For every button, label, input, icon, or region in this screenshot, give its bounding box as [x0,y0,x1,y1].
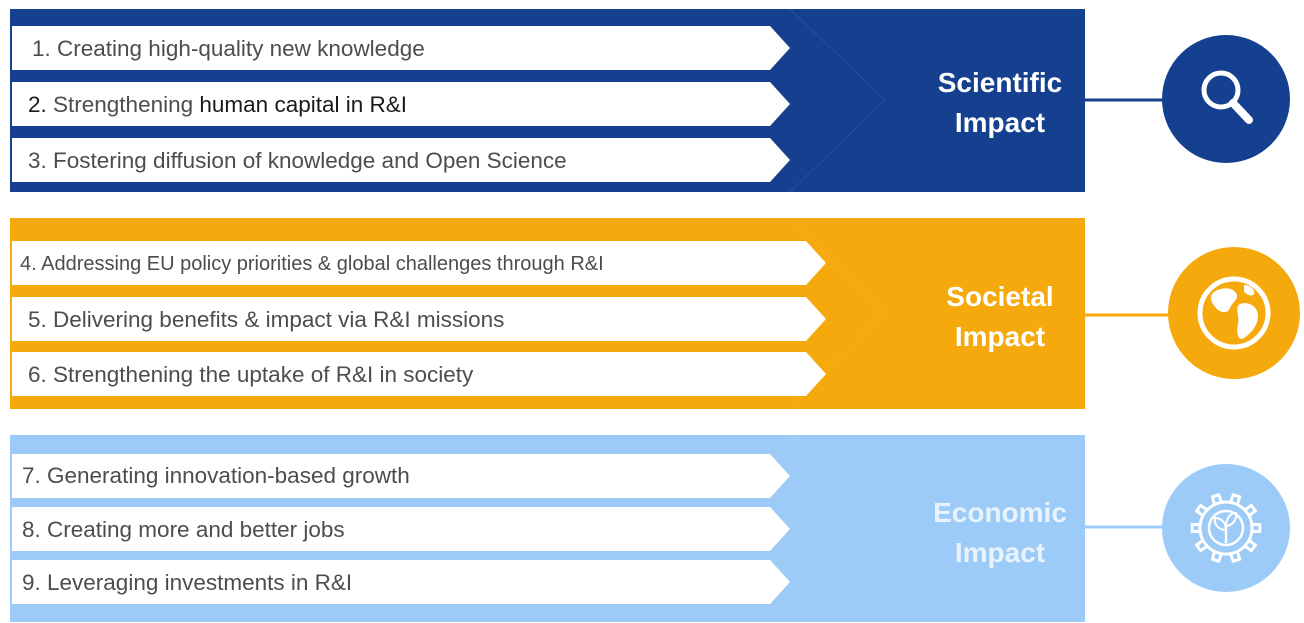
globe-outline [1197,276,1271,350]
item-2-highlight: human capital in R&I [193,92,407,117]
magnifier-handle [1229,99,1253,124]
gear-tooth [1210,550,1223,564]
gear-tooth [1190,522,1201,534]
gear-tooth [1251,522,1262,534]
scientific-title-line2: Impact [955,107,1045,138]
item-box-6 [12,352,826,396]
societal-title-line1: Societal [946,281,1053,312]
gear-plant-icon [1162,464,1290,592]
item-label-3: 3. Fostering diffusion of knowledge and … [28,148,567,173]
item-label-1: 1. Creating high-quality new knowledge [32,36,425,61]
societal-chevron-tip [790,218,1085,409]
item-label-2: 2. Strengthening human capital in R&I [28,92,407,117]
item-box-9 [12,560,790,604]
economic-title-line2: Impact [955,537,1045,568]
item-label-7: 7. Generating innovation-based growth [22,463,410,488]
globe-continent-1 [1210,288,1238,313]
item-box-1 [12,26,790,70]
gear-tooth [1210,492,1223,506]
item-box-4 [12,241,826,285]
gear-teeth [1190,492,1262,564]
gear-tooth [1194,539,1209,553]
magnifier-icon [1162,35,1290,163]
societal-title-line2: Impact [955,321,1045,352]
gear-inner-ring [1207,509,1245,547]
item-label-8: 8. Creating more and better jobs [22,517,345,542]
economic-title-line1: Economic [933,497,1067,528]
societal-impact-band: 4. Addressing EU policy priorities & glo… [10,218,1300,409]
economic-chevron-tip [790,435,1085,622]
globe-continent-3 [1244,285,1255,296]
globe-icon [1168,247,1300,379]
gear-tooth [1194,503,1209,517]
item-box-8 [12,507,790,551]
gear-tooth [1229,550,1242,564]
scientific-impact-band: 1. Creating high-quality new knowledge 2… [10,9,1290,192]
societal-icon-circle [1168,247,1300,379]
gear-tooth [1243,503,1258,517]
gear-ring [1198,500,1254,556]
item-box-3 [12,138,790,182]
item-2-number: 2. [28,92,47,117]
item-label-6: 6. Strengthening the uptake of R&I in so… [28,362,474,387]
gear-tooth [1229,492,1242,506]
scientific-icon-circle [1162,35,1290,163]
item-2-muted: Strengthening [47,92,193,117]
item-box-7 [12,454,790,498]
economic-impact-band: 7. Generating innovation-based growth 8.… [10,435,1290,622]
item-box-5 [12,297,826,341]
plant-leaf-right [1224,511,1238,528]
item-label-4: 4. Addressing EU policy priorities & glo… [20,253,604,275]
item-box-2 [12,82,790,126]
item-label-5: 5. Delivering benefits & impact via R&I … [28,307,504,332]
gear-tooth [1243,539,1258,553]
magnifier-lens [1201,70,1241,110]
scientific-title-line1: Scientific [938,67,1062,98]
scientific-chevron-tip [790,9,1085,192]
item-label-9: 9. Leveraging investments in R&I [22,570,352,595]
plant-leaf-left [1213,516,1228,532]
globe-continent-2 [1237,303,1258,339]
